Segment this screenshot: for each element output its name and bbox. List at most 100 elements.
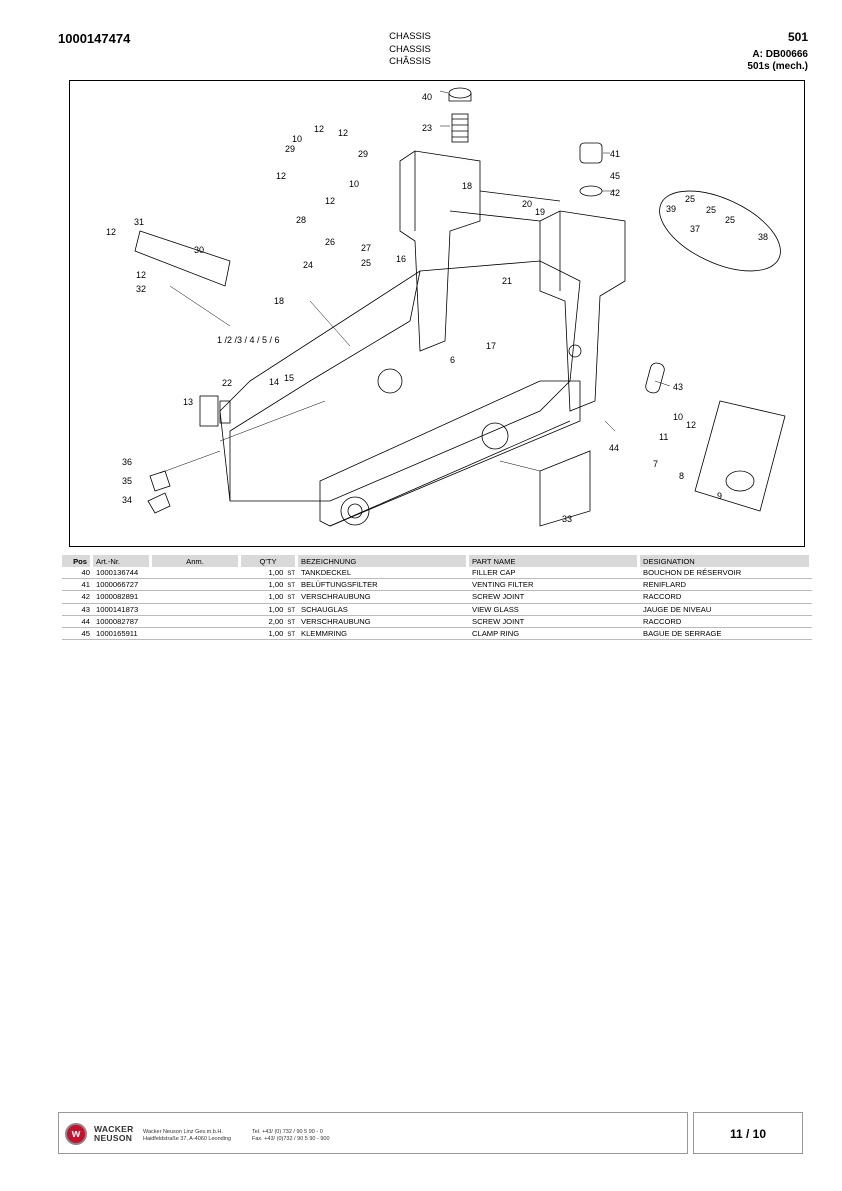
callout-12e: 12	[106, 227, 116, 237]
callout-14: 14	[269, 377, 279, 387]
callout-25c: 25	[725, 215, 735, 225]
callout-layer: 40 23 41 45 42 12 12 10 29 29 12 10 12 2…	[106, 92, 768, 524]
cell-designation: BOUCHON DE RÉSERVOIR	[640, 567, 812, 580]
parts-table: Pos Art.-Nr. Anm. Q'TY BEZEICHNUNG PART …	[62, 555, 812, 641]
cell-pos: 43	[62, 604, 93, 616]
chassis-drawing	[134, 87, 786, 527]
company-fax: Fax. +43/ (0)732 / 90 5 90 - 900	[252, 1136, 330, 1142]
cell-designation: JAUGE DE NIVEAU	[640, 604, 812, 616]
callout-6: 6	[450, 355, 455, 365]
callout-21: 21	[502, 276, 512, 286]
section-title: CHASSIS CHASSIS CHÂSSIS	[360, 31, 460, 69]
callout-26: 26	[325, 237, 335, 247]
callout-28: 28	[296, 215, 306, 225]
qty-value: 2,00	[268, 616, 284, 626]
cell-pos: 42	[62, 591, 93, 604]
cell-designation: RACCORD	[640, 591, 812, 604]
callout-33: 33	[562, 514, 572, 524]
callout-24: 24	[303, 260, 313, 270]
cell-designation: RENIFLARD	[640, 579, 812, 592]
callout-39: 39	[666, 204, 676, 214]
model-label: 501s (mech.)	[747, 61, 808, 72]
cell-art-nr: 1000082787	[93, 616, 152, 628]
cell-bezeichnung: TANKDECKEL	[298, 567, 469, 580]
callout-17: 17	[486, 341, 496, 351]
callout-32: 32	[136, 284, 146, 294]
qty-unit: ST	[287, 619, 295, 626]
cell-pos: 44	[62, 616, 93, 628]
callout-29b: 29	[358, 149, 368, 159]
callout-1-6: 1 /2 /3 / 4 / 5 / 6	[217, 335, 280, 345]
callout-22: 22	[222, 378, 232, 388]
qty-unit: ST	[287, 571, 295, 578]
cell-anm	[152, 604, 241, 616]
cell-pos: 45	[62, 628, 93, 641]
cell-bezeichnung: VERSCHRAUBUNG	[298, 616, 469, 628]
wacker-neuson-logo-icon: w	[65, 1123, 87, 1145]
callout-37: 37	[690, 224, 700, 234]
col-art-nr: Art.-Nr.	[93, 555, 152, 567]
qty-value: 1,00	[268, 629, 284, 639]
callout-10b: 10	[349, 179, 359, 189]
callout-40: 40	[422, 92, 432, 102]
callout-12g: 12	[686, 420, 696, 430]
cell-designation: BAGUE DE SERRAGE	[640, 628, 812, 641]
col-part-name: PART NAME	[469, 555, 640, 567]
cell-art-nr: 1000136744	[93, 567, 152, 580]
cell-pos: 40	[62, 567, 93, 580]
page-reference: 501 A: DB00666 501s (mech.)	[747, 31, 808, 73]
callout-43: 43	[673, 382, 683, 392]
callout-11: 11	[659, 432, 668, 442]
cell-part-name: CLAMP RING	[469, 628, 640, 641]
page-number-box: 11 / 10	[693, 1112, 803, 1154]
col-qty: Q'TY	[241, 555, 298, 567]
cell-anm	[152, 567, 241, 580]
company-address: Wacker Neuson Linz Ges.m.b.H. Haidfeldst…	[143, 1129, 231, 1143]
callout-10a: 10	[292, 134, 302, 144]
cell-anm	[152, 616, 241, 628]
callout-44: 44	[609, 443, 619, 453]
callout-16: 16	[396, 254, 406, 264]
callout-23: 23	[422, 123, 432, 133]
cell-part-name: VIEW GLASS	[469, 604, 640, 616]
cell-art-nr: 1000165911	[93, 628, 152, 641]
brand-name: WACKER NEUSON	[94, 1125, 134, 1142]
document-number: 1000147474	[58, 31, 131, 46]
callout-34: 34	[122, 495, 132, 505]
cell-bezeichnung: SCHAUGLAS	[298, 604, 469, 616]
callout-45: 45	[610, 171, 620, 181]
qty-unit: ST	[287, 632, 295, 639]
callout-12b: 12	[338, 128, 348, 138]
company-street: Haidfeldstraße 37, A-4060 Leonding	[143, 1136, 232, 1142]
qty-value: 1,00	[268, 568, 284, 578]
cell-bezeichnung: BELÜFTUNGSFILTER	[298, 579, 469, 592]
brand-line-2: NEUSON	[94, 1132, 133, 1143]
qty-value: 1,00	[268, 592, 284, 602]
title-de: CHASSIS	[389, 31, 431, 42]
callout-18a: 18	[462, 181, 472, 191]
callout-25a: 25	[685, 194, 695, 204]
callout-27: 27	[361, 243, 371, 253]
qty-unit: ST	[287, 607, 295, 614]
col-bezeichnung: BEZEICHNUNG	[298, 555, 469, 567]
callout-8: 8	[679, 471, 684, 481]
cell-pos: 41	[62, 579, 93, 592]
cell-anm	[152, 628, 241, 641]
cell-bezeichnung: VERSCHRAUBUNG	[298, 591, 469, 604]
callout-29a: 29	[285, 144, 295, 154]
title-fr: CHÂSSIS	[389, 56, 431, 67]
callout-12d: 12	[325, 196, 335, 206]
page-ref-number: 501	[787, 30, 808, 44]
footer: w WACKER NEUSON Wacker Neuson Linz Ges.m…	[58, 1112, 688, 1154]
cell-bezeichnung: KLEMMRING	[298, 628, 469, 641]
callout-10c: 10	[673, 412, 683, 422]
col-pos: Pos	[62, 555, 93, 567]
